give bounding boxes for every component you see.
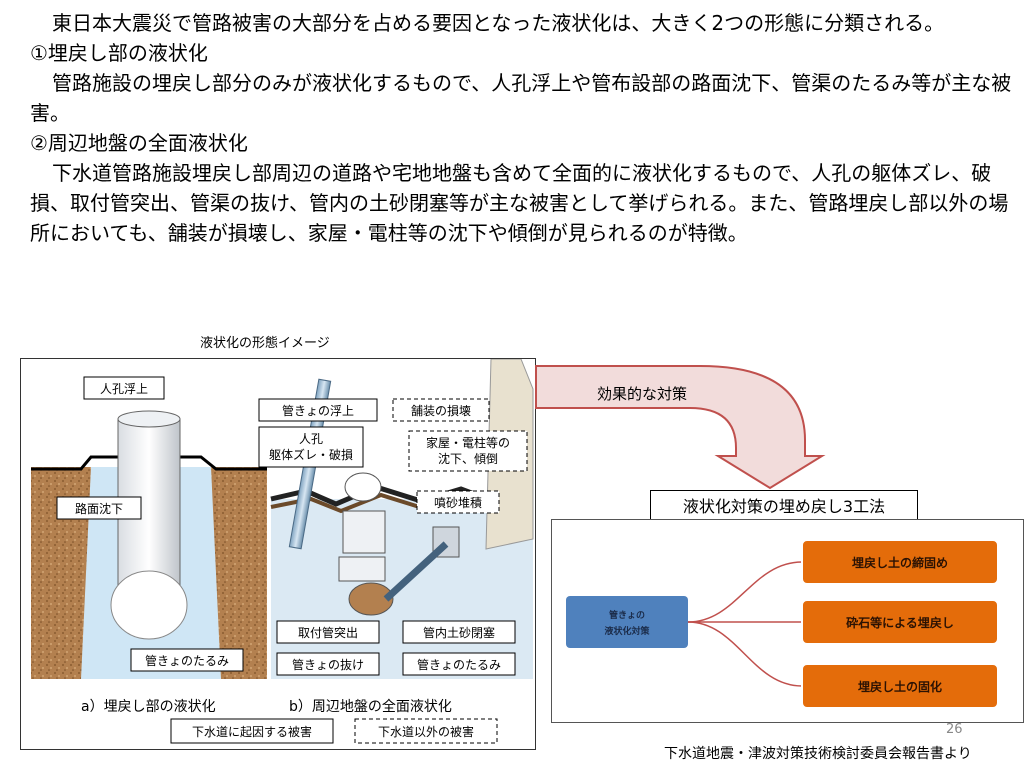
- label-sediment: 管内土砂閉塞: [423, 625, 495, 640]
- methods-figure: 管きょの 液状化対策 埋戻し土の締固め 砕石等による埋戻し 埋戻し土の固化: [551, 519, 1024, 723]
- method-2-label: 砕石等による埋戻し: [845, 615, 954, 630]
- label-road-sink: 路面沈下: [75, 501, 123, 516]
- panel-b: 管きょの浮上 舗装の損壊 人孔 躯体ズレ・破損 家屋・電柱等の 沈下、傾倒 噴砂…: [258, 358, 534, 679]
- liquefaction-diagram: 人孔浮上 路面沈下 管きょのたるみ 管きょの浮上 舗装の損壊 人孔 躯体: [31, 358, 534, 744]
- center-label-2: 液状化対策: [604, 625, 650, 637]
- label-lateral: 取付管突出: [298, 625, 358, 640]
- legend-sewer: 下水道に起因する被害: [192, 724, 312, 739]
- panel-a: 人孔浮上 路面沈下 管きょのたるみ: [31, 376, 267, 679]
- method-title: 液状化対策の埋め戻し3工法: [650, 490, 918, 520]
- source-note: 下水道地震・津波対策技術検討委員会報告書より: [664, 746, 972, 762]
- label-house-2: 沈下、傾倒: [438, 451, 498, 466]
- center-label-1: 管きょの: [609, 609, 645, 621]
- label-pipe-float: 管きょの浮上: [282, 403, 354, 418]
- legend-other: 下水道以外の被害: [378, 724, 474, 739]
- liquefaction-figure: 人孔浮上 路面沈下 管きょのたるみ 管きょの浮上 舗装の損壊 人孔 躯体: [20, 358, 536, 750]
- label-manhole-damage-1: 人孔: [299, 432, 323, 446]
- method-2: 砕石等による埋戻し: [801, 599, 999, 645]
- effect-label: 効果的な対策: [597, 385, 688, 403]
- label-manhole-float: 人孔浮上: [100, 382, 148, 396]
- label-pipe-sag-a: 管きょのたるみ: [145, 653, 229, 668]
- label-manhole-damage-2: 躯体ズレ・破損: [269, 447, 353, 462]
- method-3: 埋戻し土の固化: [801, 663, 999, 709]
- heading-backfill-liquefaction: ①埋戻し部の液状化: [30, 41, 208, 65]
- body-text: 東日本大震災で管路被害の大部分を占める要因となった液状化は、大きく2つの形態に分…: [30, 8, 1016, 248]
- label-pavement: 舗装の損壊: [411, 403, 471, 418]
- method-1: 埋戻し土の締固め: [801, 539, 999, 585]
- label-pipe-sag-b: 管きょのたるみ: [417, 657, 501, 672]
- method-3-label: 埋戻し土の固化: [858, 679, 942, 694]
- methods-diagram: 管きょの 液状化対策 埋戻し土の締固め 砕石等による埋戻し 埋戻し土の固化: [566, 539, 999, 709]
- figure-caption: 液状化の形態イメージ: [200, 336, 330, 351]
- caption-a: a）埋戻し部の液状化: [81, 699, 216, 715]
- method-1-label: 埋戻し土の締固め: [852, 555, 948, 570]
- label-pullout: 管きょの抜け: [292, 657, 364, 672]
- paragraph-backfill: 管路施設の埋戻し部分のみが液状化するもので、人孔浮上や管布設部の路面沈下、管渠の…: [30, 71, 1012, 125]
- label-house-1: 家屋・電柱等の: [426, 435, 510, 450]
- heading-ground-liquefaction: ②周辺地盤の全面液状化: [30, 131, 248, 155]
- caption-b: b）周辺地盤の全面液状化: [289, 698, 452, 715]
- paragraph-ground: 下水道管路施設埋戻し部周辺の道路や宅地地盤も含めて全面的に液状化するもので、人孔…: [30, 161, 1009, 245]
- page-number: 26: [946, 722, 963, 737]
- label-sand: 噴砂堆積: [434, 495, 482, 510]
- paragraph-intro: 東日本大震災で管路被害の大部分を占める要因となった液状化は、大きく2つの形態に分…: [52, 11, 945, 35]
- center-box: [566, 596, 688, 648]
